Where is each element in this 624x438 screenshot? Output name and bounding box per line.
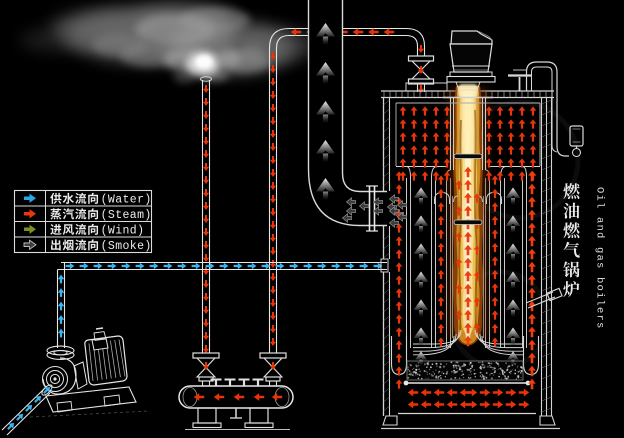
svg-text:(Wind): (Wind) [101, 224, 145, 237]
svg-text:Oil and gas boilers: Oil and gas boilers [594, 187, 606, 330]
svg-text:(Smoke): (Smoke) [101, 240, 152, 253]
svg-text:(Steam): (Steam) [101, 209, 152, 222]
svg-text:(Water): (Water) [101, 193, 152, 206]
